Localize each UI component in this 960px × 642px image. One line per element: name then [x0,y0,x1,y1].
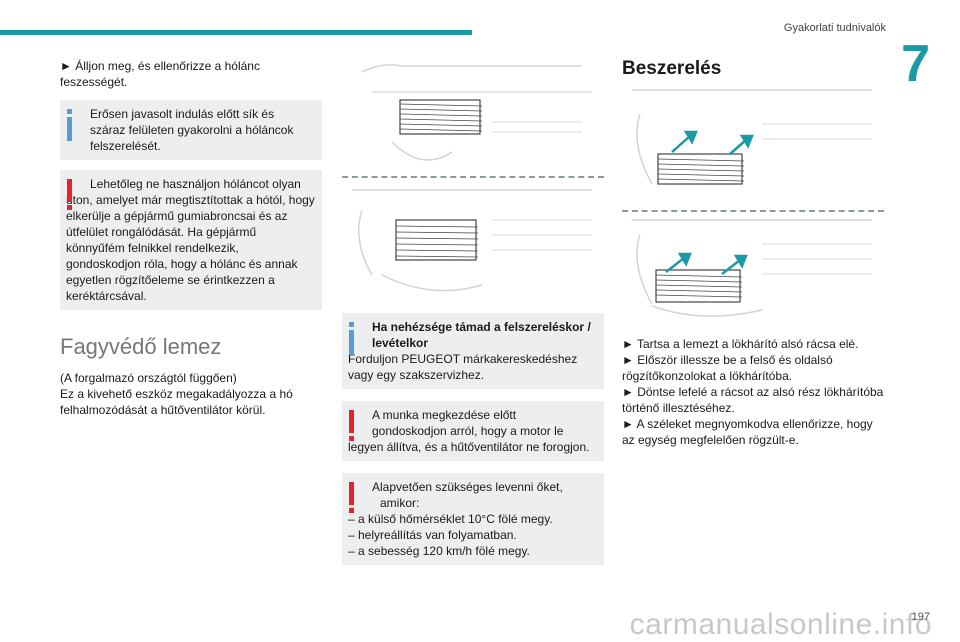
warning-text-first: Alapvetően szükséges levenni őket, [372,480,563,494]
illustration-install-bottom [632,219,872,317]
condition-item: – a sebesség 120 km/h fölé megy. [348,544,530,558]
divider-dashed-1 [342,176,604,178]
info-text-first: Erősen javasolt indulás előtt sík és [90,107,275,121]
section-description: Ez a kivehető eszköz megakadályozza a hó… [60,387,293,417]
section-title-installation: Beszerelés [622,58,722,79]
info-icon [349,322,354,354]
arrow-icon [665,252,748,275]
running-head: Gyakorlati tudnivalók [783,22,886,34]
warning-icon [349,482,354,513]
install-step: ► A széleket megnyomkodva ellenőrizze, h… [622,417,873,447]
illustration-install-top [632,89,872,185]
info-title: Ha nehézsége támad a felszereléskor / le… [372,320,591,350]
intro-step: ► Álljon meg, és ellenőrizze a hólánc fe… [60,59,260,89]
column-left: ► Álljon meg, és ellenőrizze a hólánc fe… [60,58,322,418]
install-step: ► Először illessze be a felső és oldalsó… [622,353,833,383]
warning-text-second: amikor: [380,496,420,510]
info-text-rest: száraz felületen gyakorolni a hóláncok f… [90,123,294,153]
column-middle: Ha nehézsége támad a felszereléskor / le… [342,305,604,565]
warning-text-first: A munka megkezdése előtt [372,408,517,422]
info-icon [67,109,72,141]
watermark: carmanualsonline.info [629,608,932,641]
column-right: Beszerelés [622,58,886,88]
warning-box-engine-off: A munka megkezdése előtt gondoskodjon ar… [342,401,604,461]
section-title-frost-plate: Fagyvédő lemez [60,334,222,359]
installation-steps: ► Tartsa a lemezt a lökhárító alsó rácsa… [622,336,886,448]
section-note: (A forgalmazó országtól függően) [60,371,237,385]
warning-box-cleared-road: Lehetőleg ne használjon hóláncot olyan ú… [60,170,322,310]
info-box-practice: Erősen javasolt indulás előtt sík és szá… [60,100,322,160]
warning-box-remove-conditions: Alapvetően szükséges levenni őket, amiko… [342,473,604,565]
condition-item: – helyreállítás van folyamatban. [348,528,517,542]
warning-text-first: Lehetőleg ne használjon hóláncot olyan [90,177,301,191]
info-body: Forduljon PEUGEOT márkakereskedéshez vag… [348,352,578,382]
info-box-difficulty: Ha nehézsége támad a felszereléskor / le… [342,313,604,389]
illustration-removal-bottom [352,189,592,292]
warning-icon [349,410,354,441]
warning-text-rest: úton, amelyet már megtisztítottak a hótó… [66,193,315,303]
condition-item: – a külső hőmérséklet 10°C fölé megy. [348,512,553,526]
install-step: ► Döntse lefelé a rácsot az alsó rész lö… [622,385,884,415]
arrow-icon [671,130,754,155]
divider-dashed-2 [622,210,884,212]
page-number: 197 [911,611,930,623]
illustration-removal-top [361,64,592,161]
chapter-number: 7 [901,35,930,93]
header-accent-bar [0,30,472,35]
warning-text-rest: gondoskodjon arról, hogy a motor le legy… [348,424,590,454]
warning-icon [67,179,72,210]
install-step: ► Tartsa a lemezt a lökhárító alsó rácsa… [622,337,859,351]
